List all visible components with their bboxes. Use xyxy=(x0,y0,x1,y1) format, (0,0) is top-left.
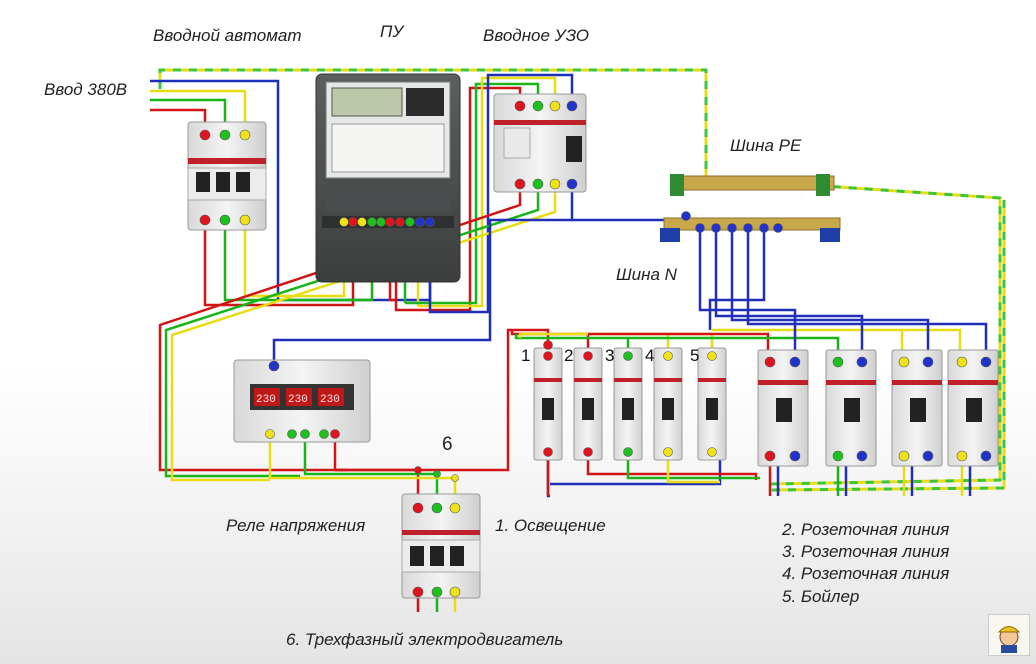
group-6-number: 6 xyxy=(442,434,453,455)
input-breaker-label: Вводной автомат xyxy=(153,26,302,45)
input-380-label: Ввод 380В xyxy=(44,80,128,99)
n-bus-label: Шина N xyxy=(616,265,677,284)
breaker-number: 1 xyxy=(521,346,531,365)
breaker-number: 4 xyxy=(645,346,655,365)
neutral-bus-wires xyxy=(546,228,988,498)
lighting-label: 1. Освещение xyxy=(495,516,606,535)
meter-to-rcd-wires xyxy=(394,73,574,314)
pe-bus-label: Шина PE xyxy=(730,136,802,155)
legend-item: 2. Розеточная линия xyxy=(782,520,950,539)
relay-display-value: 230 xyxy=(256,394,276,406)
input-rcd xyxy=(493,93,587,193)
input-breaker xyxy=(187,121,267,231)
voltage-relay xyxy=(233,359,371,443)
rcd-output-wires xyxy=(158,185,688,482)
legend-item: 4. Розеточная линия xyxy=(782,564,950,583)
voltage-relay-label: Реле напряжения xyxy=(226,516,366,535)
mascot-icon xyxy=(988,614,1030,656)
motor-breaker xyxy=(401,493,481,599)
breaker-number: 3 xyxy=(605,346,615,365)
legend-item: 3. Розеточная линия xyxy=(782,542,950,561)
terminals xyxy=(199,100,992,598)
group-breakers-single xyxy=(533,347,727,461)
meter-label: ПУ xyxy=(380,22,404,41)
neutral-bus xyxy=(660,217,841,242)
relay-display-value: 230 xyxy=(320,394,340,406)
breaker-number: 5 xyxy=(690,346,700,365)
breaker-number: 2 xyxy=(564,346,574,365)
relay-display-value: 230 xyxy=(288,394,308,406)
relay-display: 230 230 230 xyxy=(256,394,340,406)
motor-label: 6. Трехфазный электродвигатель xyxy=(286,630,564,649)
group-breakers-double xyxy=(757,349,999,467)
input-rcd-label: Вводное УЗО xyxy=(483,26,590,45)
legend-item: 5. Бойлер xyxy=(782,587,860,606)
pe-bus xyxy=(670,174,835,196)
electricity-meter xyxy=(315,73,461,283)
